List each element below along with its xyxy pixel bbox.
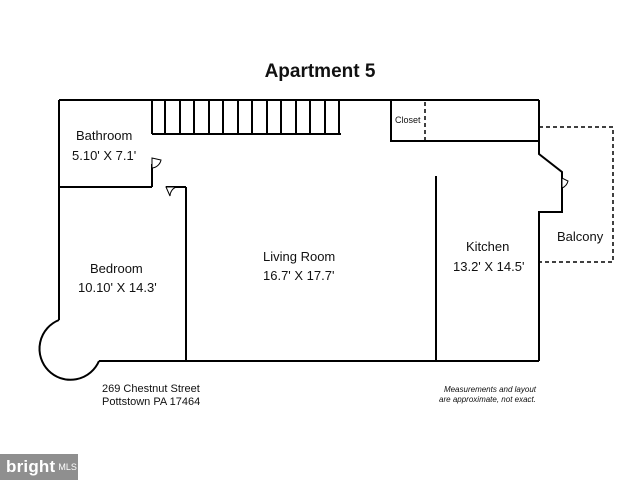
stairs [152, 100, 341, 135]
bay-window [38, 319, 100, 381]
logo-brand: bright [6, 457, 56, 476]
kitchen-name: Kitchen [466, 239, 510, 254]
right-wall-upper [538, 100, 563, 361]
plan-title: Apartment 5 [264, 61, 376, 82]
bedroom-size: 10.10' X 14.3' [78, 280, 157, 295]
logo-suffix: MLS [58, 462, 77, 472]
bedroom-name: Bedroom [90, 261, 143, 276]
closet-name: Closet [395, 115, 421, 125]
disclaimer-line-2: are approximate, not exact. [439, 395, 536, 404]
door-bathroom [151, 157, 162, 169]
bathroom-size: 5.10' X 7.1' [72, 148, 137, 163]
address: 269 Chestnut Street Pottstown PA 17464 [102, 383, 200, 409]
kitchen-size: 13.2' X 14.5' [453, 259, 525, 274]
disclaimer: Measurements and layout are approximate,… [402, 385, 536, 405]
balcony-outline [539, 126, 614, 263]
address-line-2: Pottstown PA 17464 [102, 396, 201, 408]
door-balcony [561, 177, 569, 189]
living-room-name: Living Room [263, 249, 336, 264]
door-bedroom [165, 186, 177, 197]
disclaimer-line-1: Measurements and layout [443, 385, 536, 394]
living-room-size: 16.7' X 17.7' [263, 268, 335, 283]
address-line-1: 269 Chestnut Street [102, 383, 200, 395]
closet-wall [390, 100, 539, 142]
bathroom-name: Bathroom [76, 128, 133, 143]
bright-mls-logo: bright MLS [0, 454, 78, 480]
balcony-name: Balcony [557, 229, 604, 244]
